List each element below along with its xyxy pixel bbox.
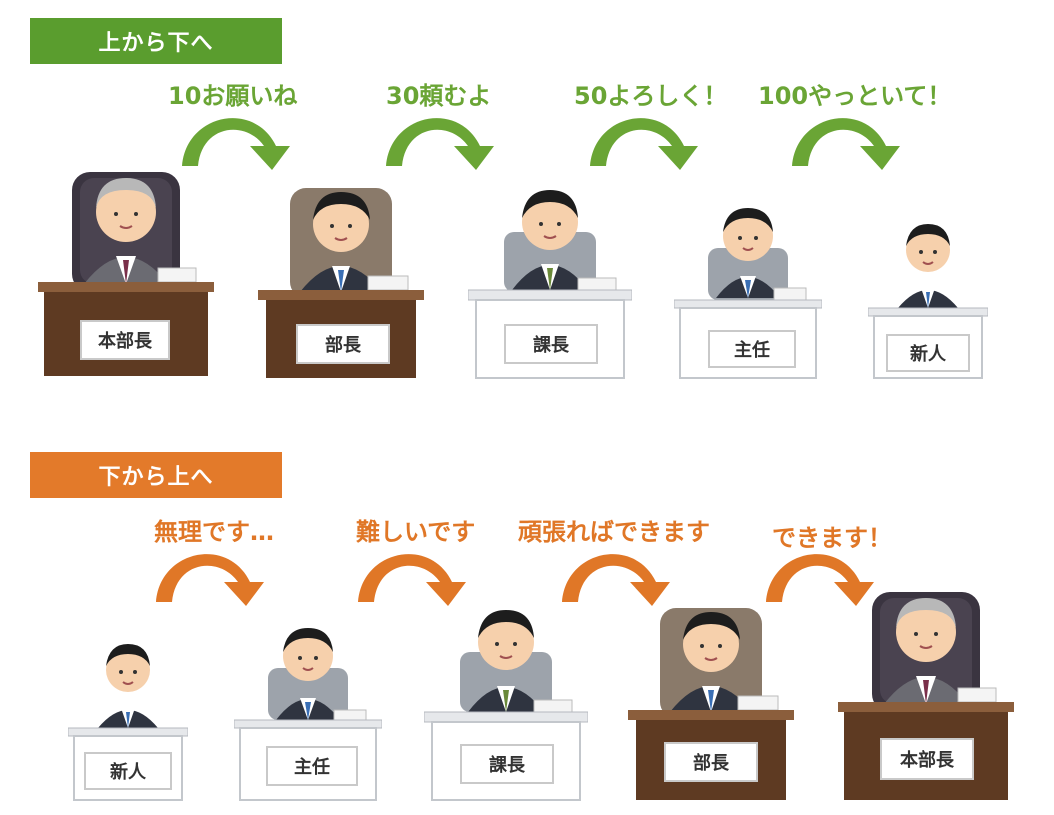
speech-bottom-2: 難しいです [356,518,476,546]
rank-label: 本部長 [80,320,170,360]
section-title-bottom-up: 下から上へ [30,452,282,498]
rank-label: 主任 [708,330,796,368]
rank-label: 部長 [664,742,758,782]
rank-label: 課長 [460,744,554,784]
curved-arrow-icon [386,118,494,170]
curved-arrow-icon [156,554,264,606]
executive-director-figure [38,172,214,376]
curved-arrow-icon [792,118,900,170]
rank-label: 部長 [296,324,390,364]
section-manager-figure [468,190,632,379]
speech-top-4: 100やっといて！ [758,82,952,110]
rank-label: 新人 [886,334,970,372]
curved-arrow-icon [358,554,466,606]
executive-director-figure [838,592,1014,800]
department-manager-figure [628,608,794,800]
speech-bottom-4: できます！ [772,524,892,552]
speech-bottom-1: 無理です… [154,518,274,546]
section-title-top-down: 上から下へ [30,18,282,64]
rank-label: 新人 [84,752,172,790]
speech-top-2: 30頼むよ [386,82,492,110]
rank-label: 課長 [504,324,598,364]
rank-label: 主任 [266,746,358,786]
department-manager-figure [258,188,424,378]
speech-top-1: 10お願いね [168,82,298,110]
speech-top-3: 50よろしく！ [574,82,728,110]
curved-arrow-icon [590,118,698,170]
speech-bottom-3: 頑張ればできます [518,518,710,546]
rank-label: 本部長 [880,738,974,780]
